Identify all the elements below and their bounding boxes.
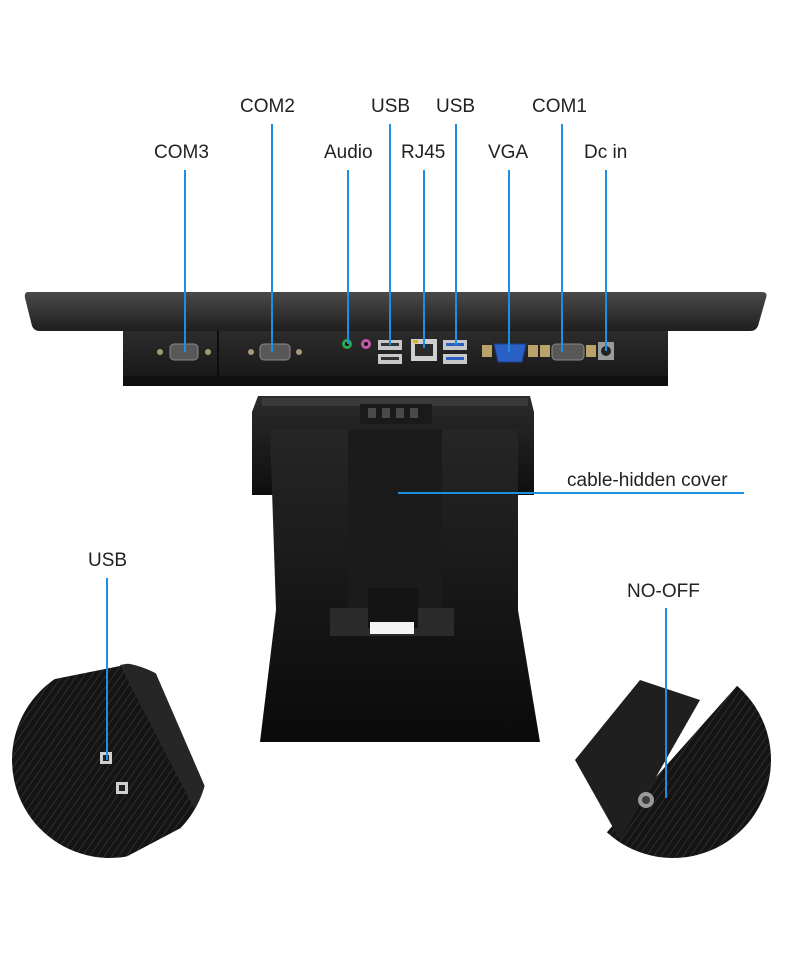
stand-body <box>260 430 540 742</box>
monitor-top <box>24 292 767 331</box>
vga-port <box>482 343 538 363</box>
vga-label: VGA <box>488 142 529 163</box>
rj45-label: RJ45 <box>401 142 446 163</box>
cable-cover-label: cable-hidden cover <box>567 470 728 491</box>
com2-label: COM2 <box>240 96 295 117</box>
com1-label: COM1 <box>532 96 587 117</box>
com2-port <box>248 343 302 361</box>
audio-label: Audio <box>324 142 373 163</box>
dc-in-label: Dc in <box>584 142 628 163</box>
power-switch-inset <box>575 662 771 858</box>
side-usb-label: USB <box>88 550 128 571</box>
power-switch-label: NO-OFF <box>627 581 700 602</box>
com1-port <box>540 343 596 361</box>
usb-right-label: USB <box>436 96 476 117</box>
com3-label: COM3 <box>154 142 209 163</box>
rj45-port <box>411 339 437 361</box>
usb-left-label: USB <box>371 96 411 117</box>
leader-lines <box>106 124 744 798</box>
